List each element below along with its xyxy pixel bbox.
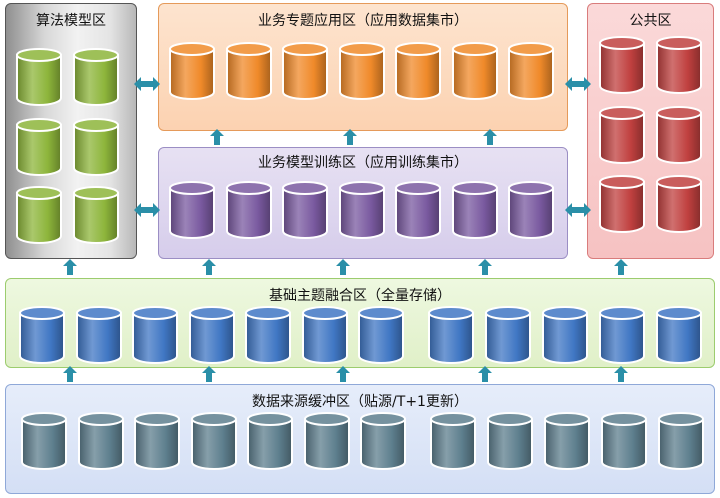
source-database-icon: [190, 412, 238, 470]
application-database-icon: [394, 42, 442, 100]
arrow-up-icon: [210, 129, 224, 145]
training-database-icon: [394, 181, 442, 239]
arrow-up-icon: [63, 259, 77, 275]
base-database-icon: [131, 306, 179, 364]
arrow-up-icon: [614, 366, 628, 382]
algorithm-database-icon: [72, 186, 120, 244]
base-database-icon: [427, 306, 475, 364]
base-database-icon: [598, 306, 646, 364]
arrow-up-icon: [202, 366, 216, 382]
public-database-icon: [598, 36, 646, 94]
arrow-up-icon: [202, 259, 216, 275]
public-database-icon: [598, 106, 646, 164]
base-database-icon: [188, 306, 236, 364]
double-arrow-icon: [565, 202, 591, 217]
algorithm-database-icon: [15, 186, 63, 244]
source-database-icon: [246, 412, 294, 470]
base-database-icon: [75, 306, 123, 364]
source-database-icon: [657, 412, 705, 470]
base-database-icon: [301, 306, 349, 364]
public-database-icon: [655, 36, 703, 94]
algorithm-database-icon: [15, 48, 63, 106]
algorithm-zone-title: 算法模型区: [36, 13, 106, 29]
base-database-icon: [484, 306, 532, 364]
arrow-up-icon: [483, 129, 497, 145]
training-database-icon: [507, 181, 555, 239]
base-database-icon: [357, 306, 405, 364]
source-zone-title: 数据来源缓冲区（贴源/T+1更新）: [252, 394, 468, 410]
source-database-icon: [77, 412, 125, 470]
arrow-up-icon: [63, 366, 77, 382]
algorithm-database-icon: [72, 48, 120, 106]
public-database-icon: [655, 106, 703, 164]
arrow-up-icon: [336, 366, 350, 382]
source-database-icon: [359, 412, 407, 470]
base-database-icon: [655, 306, 703, 364]
base-database-icon: [541, 306, 589, 364]
public-zone-title: 公共区: [629, 13, 672, 29]
arrow-up-icon: [336, 259, 350, 275]
source-database-icon: [600, 412, 648, 470]
training-database-icon: [338, 181, 386, 239]
training-database-icon: [225, 181, 273, 239]
source-database-icon: [20, 412, 68, 470]
arrow-up-icon: [343, 129, 357, 145]
application-zone-title: 业务专题应用区（应用数据集市）: [258, 13, 468, 29]
training-database-icon: [281, 181, 329, 239]
training-database-icon: [168, 181, 216, 239]
base-zone-title: 基础主题融合区（全量存储）: [269, 288, 451, 304]
source-database-icon: [303, 412, 351, 470]
algorithm-database-icon: [15, 118, 63, 176]
source-database-icon: [133, 412, 181, 470]
application-database-icon: [168, 42, 216, 100]
training-database-icon: [451, 181, 499, 239]
base-database-icon: [18, 306, 66, 364]
arrow-up-icon: [614, 259, 628, 275]
application-database-icon: [338, 42, 386, 100]
base-database-icon: [244, 306, 292, 364]
public-database-icon: [598, 175, 646, 233]
source-database-icon: [486, 412, 534, 470]
application-database-icon: [451, 42, 499, 100]
double-arrow-icon: [134, 202, 160, 217]
source-database-icon: [543, 412, 591, 470]
application-database-icon: [281, 42, 329, 100]
arrow-up-icon: [478, 366, 492, 382]
algorithm-database-icon: [72, 118, 120, 176]
public-database-icon: [655, 175, 703, 233]
arrow-up-icon: [478, 259, 492, 275]
double-arrow-icon: [134, 76, 160, 91]
training-zone-title: 业务模型训练区（应用训练集市）: [258, 155, 468, 171]
application-database-icon: [225, 42, 273, 100]
application-database-icon: [507, 42, 555, 100]
double-arrow-icon: [565, 76, 591, 91]
source-database-icon: [429, 412, 477, 470]
